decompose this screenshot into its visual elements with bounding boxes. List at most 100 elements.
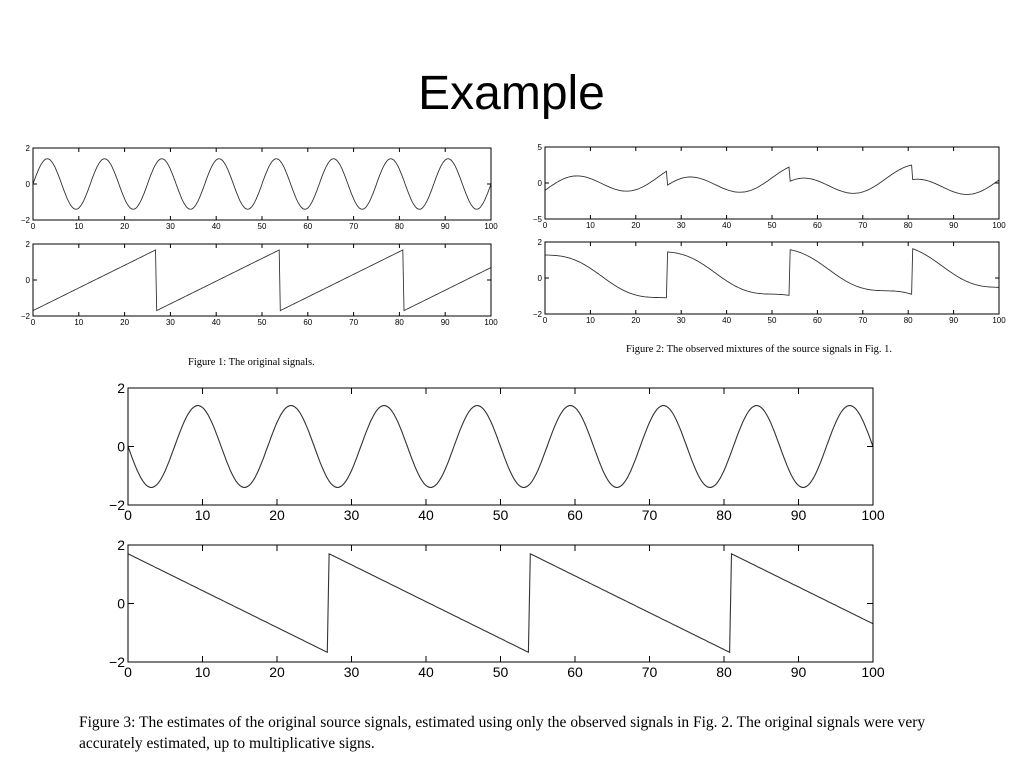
- fig3-top-ytick-label: 2: [117, 380, 125, 396]
- fig3-top-xtick-label: 10: [195, 507, 211, 523]
- fig3-top-xtick-label: 0: [124, 507, 132, 523]
- fig1-top-xtick-label: 0: [31, 222, 36, 231]
- fig1-bottom-xtick-label: 50: [258, 318, 267, 327]
- fig1-top-xtick-label: 100: [484, 222, 498, 231]
- fig1-bottom-xtick-label: 60: [303, 318, 312, 327]
- fig2-bottom-xtick-label: 40: [722, 316, 731, 325]
- fig1-top-xtick-label: 90: [441, 222, 450, 231]
- fig3-bottom-xtick-label: 20: [269, 664, 285, 680]
- fig1-top-xtick-label: 70: [349, 222, 358, 231]
- fig2-bottom-xtick-label: 20: [631, 316, 640, 325]
- fig3-bottom-ytick-label: 0: [117, 595, 125, 611]
- fig3-bottom-ytick-label: 2: [117, 537, 125, 553]
- fig3-top-xtick-label: 50: [493, 507, 509, 523]
- fig2-bottom-ytick-label: 2: [538, 238, 543, 247]
- fig3-top-xtick-label: 60: [567, 507, 583, 523]
- fig2-top-xtick-label: 90: [949, 221, 958, 230]
- fig3-bottom-xtick-label: 0: [124, 664, 132, 680]
- fig2-bottom-series-line: [545, 248, 1000, 299]
- fig1-top-series-line: [32, 158, 492, 210]
- fig3-bottom-series-line: [127, 552, 874, 654]
- fig3-bottom-xtick-label: 100: [861, 664, 885, 680]
- fig1-bottom-xtick-label: 90: [441, 318, 450, 327]
- fig3-top-xtick-label: 30: [344, 507, 360, 523]
- fig2-bottom-xtick-label: 50: [768, 316, 777, 325]
- fig2-bottom-xtick-label: 30: [677, 316, 686, 325]
- fig1-bottom-xtick-label: 30: [166, 318, 175, 327]
- fig3-bottom-xtick-label: 70: [642, 664, 658, 680]
- fig3-bottom-xtick-label: 10: [195, 664, 211, 680]
- fig3-bottom-xtick-label: 30: [344, 664, 360, 680]
- fig1-top-xtick-label: 80: [395, 222, 404, 231]
- fig1-top-xtick-label: 60: [303, 222, 312, 231]
- fig3-top-xtick-label: 90: [791, 507, 807, 523]
- fig1-bottom-xtick-label: 0: [31, 318, 36, 327]
- fig1-bottom-ytick-label: −2: [21, 312, 31, 321]
- fig3-top-xtick-label: 40: [418, 507, 434, 523]
- fig2-top-xtick-label: 20: [631, 221, 640, 230]
- fig3-top-xtick-label: 20: [269, 507, 285, 523]
- fig2-bottom-xtick-label: 70: [858, 316, 867, 325]
- fig3-bottom-xtick-label: 90: [791, 664, 807, 680]
- fig2-bottom-axes-frame: [544, 241, 1000, 315]
- figure-3-caption: Figure 3: The estimates of the original …: [79, 714, 926, 752]
- fig1-bottom-xtick-label: 100: [484, 318, 498, 327]
- fig1-top-xtick-label: 10: [74, 222, 83, 231]
- fig2-top-xtick-label: 60: [813, 221, 822, 230]
- fig1-bottom-series-line: [32, 249, 492, 312]
- fig1-bottom-ytick-label: 0: [26, 276, 31, 285]
- fig1-top-xtick-label: 20: [120, 222, 129, 231]
- fig2-top-xtick-label: 80: [904, 221, 913, 230]
- fig3-top-series-line: [127, 405, 874, 488]
- fig1-top-ytick-label: 2: [26, 144, 31, 153]
- fig2-top-xtick-label: 10: [586, 221, 595, 230]
- figure-1-caption: Figure 1: The original signals.: [188, 357, 315, 368]
- fig1-top-ytick-label: 0: [26, 180, 31, 189]
- fig2-top-xtick-label: 50: [768, 221, 777, 230]
- fig1-top-ytick-label: −2: [21, 216, 31, 225]
- fig1-bottom-xtick-label: 80: [395, 318, 404, 327]
- fig2-top-ytick-label: 5: [538, 143, 543, 152]
- fig2-bottom-xtick-label: 10: [586, 316, 595, 325]
- fig3-top-xtick-label: 100: [861, 507, 885, 523]
- fig2-top-xtick-label: 30: [677, 221, 686, 230]
- fig1-bottom-axes-frame: [32, 243, 492, 317]
- fig1-bottom-xtick-label: 70: [349, 318, 358, 327]
- slide-title: Example: [418, 67, 605, 120]
- fig1-top-xtick-label: 50: [258, 222, 267, 231]
- figure-2-caption: Figure 2: The observed mixtures of the s…: [626, 344, 893, 355]
- fig3-top-ytick-label: 0: [117, 438, 125, 454]
- fig2-top-ytick-label: 0: [538, 179, 543, 188]
- fig3-bottom-xtick-label: 40: [418, 664, 434, 680]
- fig2-bottom-xtick-label: 60: [813, 316, 822, 325]
- fig1-bottom-xtick-label: 20: [120, 318, 129, 327]
- fig2-top-axes-frame: [544, 146, 1000, 220]
- fig2-top-xtick-label: 100: [992, 221, 1006, 230]
- fig3-bottom-xtick-label: 80: [716, 664, 732, 680]
- fig2-bottom-xtick-label: 90: [949, 316, 958, 325]
- fig3-top-ytick-label: −2: [109, 497, 125, 513]
- fig2-top-series-line: [544, 164, 1000, 195]
- fig1-bottom-xtick-label: 40: [212, 318, 221, 327]
- fig3-top-xtick-label: 80: [716, 507, 732, 523]
- fig2-bottom-xtick-label: 0: [543, 316, 548, 325]
- fig2-top-xtick-label: 0: [543, 221, 548, 230]
- fig2-top-ytick-label: −5: [533, 215, 543, 224]
- fig3-top-xtick-label: 70: [642, 507, 658, 523]
- fig1-top-xtick-label: 30: [166, 222, 175, 231]
- fig1-top-xtick-label: 40: [212, 222, 221, 231]
- fig2-top-xtick-label: 70: [858, 221, 867, 230]
- fig3-bottom-ytick-label: −2: [109, 654, 125, 670]
- fig1-bottom-ytick-label: 2: [26, 240, 31, 249]
- fig2-bottom-ytick-label: −2: [533, 310, 543, 319]
- fig1-bottom-xtick-label: 10: [74, 318, 83, 327]
- fig3-bottom-xtick-label: 50: [493, 664, 509, 680]
- fig3-bottom-axes-frame: [127, 544, 874, 663]
